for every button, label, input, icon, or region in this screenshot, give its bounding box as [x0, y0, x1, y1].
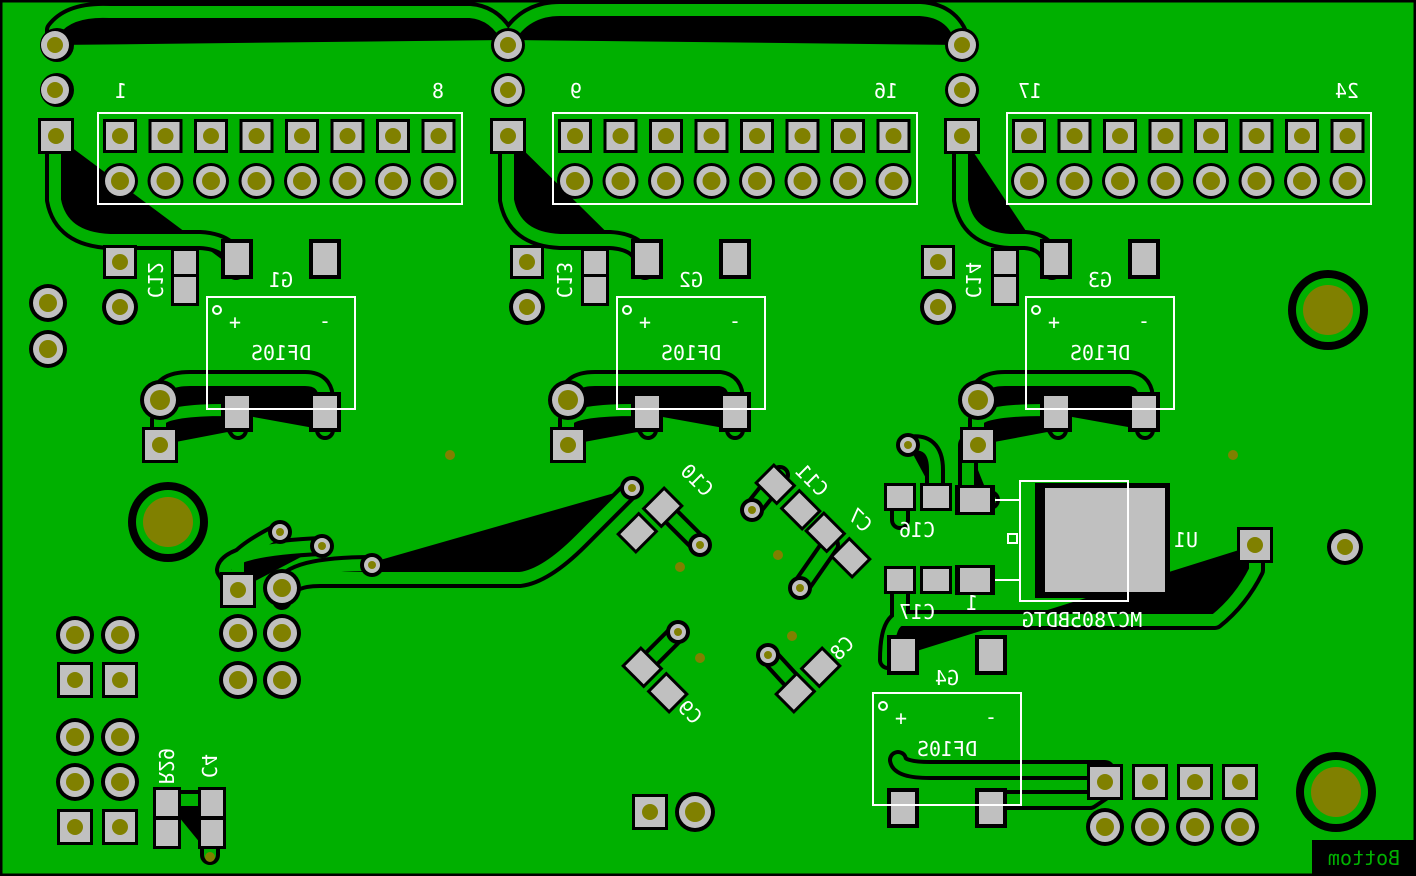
bridge-2-plus-label: +	[638, 310, 652, 334]
bridge-3-ref-label: G3	[1087, 268, 1113, 292]
bridge-1-ref-label: G1	[268, 268, 294, 292]
header-connectors	[97, 112, 1372, 205]
bridge-3-minus-label: -	[1137, 309, 1151, 333]
bridge-2-part-label: DF10S	[660, 341, 722, 365]
left-pins	[38, 28, 74, 154]
mounting-holes	[128, 270, 1376, 832]
header-3	[1006, 112, 1372, 205]
through-hole-pads	[29, 245, 1363, 846]
header-1-first-pin-label: 1	[114, 79, 128, 103]
cap-label-c16: C16	[898, 518, 936, 542]
header-1-last-pin-label: 8	[431, 79, 445, 103]
regulator-pin1-label: 1	[965, 591, 979, 615]
bridge-1-part-label: DF10S	[250, 341, 312, 365]
resistor-label-r29: R29	[154, 747, 178, 785]
vias	[205, 450, 1238, 862]
bridge-2-ref-label: G2	[678, 268, 704, 292]
cap-label-c17: C17	[898, 600, 936, 624]
cap-label-c4: C4	[197, 753, 221, 779]
bridge-1	[206, 239, 356, 432]
header-3-last-pin-label: 24	[1334, 79, 1360, 103]
regulator-part-label: MC7805BDTG	[1021, 608, 1143, 632]
layer-name-label: Bottom	[1312, 840, 1416, 876]
bridge-3-plus-label: +	[1047, 310, 1061, 334]
bridge-2-minus-label: -	[728, 309, 742, 333]
bridge-4-ref-label: G4	[934, 666, 960, 690]
mid-pins	[490, 28, 526, 154]
cap-label-c13: C13	[552, 261, 576, 299]
cap-label-c14: C14	[961, 261, 985, 299]
right-pins	[944, 28, 980, 154]
regulator-ref-label: U1	[1173, 528, 1199, 552]
header-3-first-pin-label: 17	[1017, 79, 1043, 103]
bridge-3	[1025, 239, 1175, 432]
bridge-2	[616, 239, 766, 432]
bridge-1-minus-label: -	[318, 309, 332, 333]
cap-label-c12: C12	[143, 261, 167, 299]
bridge-1-plus-label: +	[228, 310, 242, 334]
header-left-columns	[38, 28, 980, 154]
bridge-3-part-label: DF10S	[1069, 341, 1131, 365]
bridge-4-plus-label: +	[894, 706, 908, 730]
header-1	[97, 112, 463, 205]
bridge-4	[872, 635, 1022, 828]
header-2	[552, 112, 918, 205]
header-2-last-pin-label: 16	[873, 79, 899, 103]
smd-capacitors	[153, 248, 1019, 849]
bridge-4-part-label: DF10S	[916, 737, 978, 761]
header-2-first-pin-label: 9	[569, 79, 583, 103]
bridge-rectifiers	[206, 239, 1175, 828]
regulator-u1	[955, 480, 1170, 602]
bridge-4-minus-label: -	[984, 705, 998, 729]
